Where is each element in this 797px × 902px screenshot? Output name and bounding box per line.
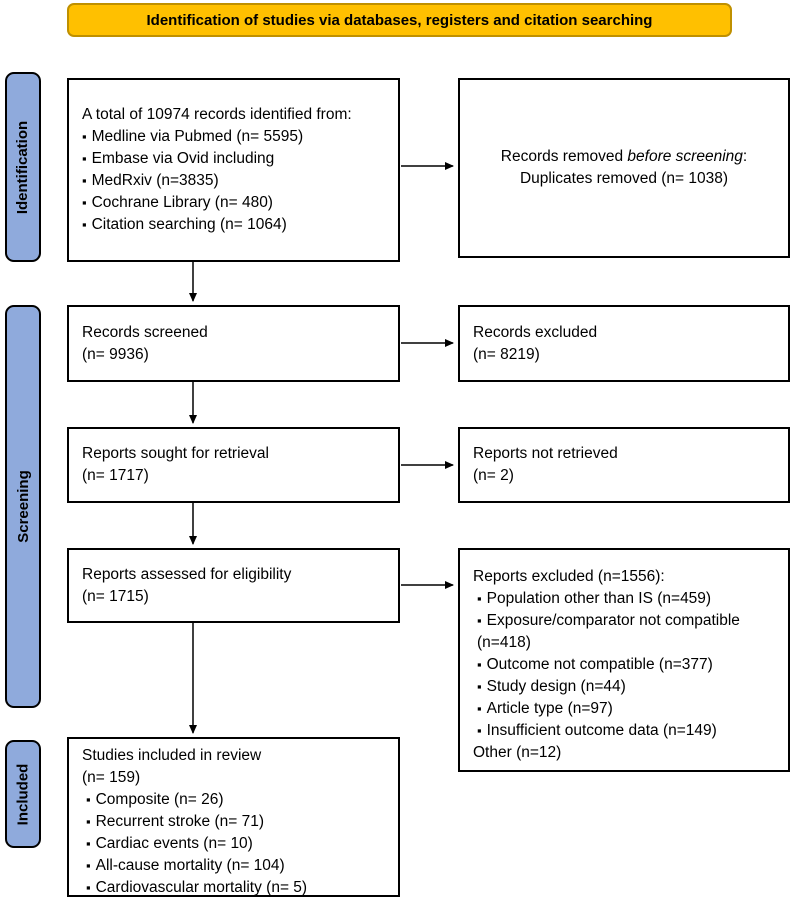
- records-screened-line2: (n= 9936): [82, 345, 149, 363]
- bullet-item: ▪ Citation searching (n= 1064): [82, 214, 386, 236]
- square-bullet-icon: ▪: [82, 195, 87, 210]
- reports-not-retrieved-line1: Reports not retrieved: [473, 445, 618, 462]
- box-reports-sought: Reports sought for retrieval (n= 1717): [67, 427, 400, 503]
- phase-label-screening: Screening: [5, 305, 41, 708]
- square-bullet-icon: ▪: [477, 657, 482, 672]
- studies-included-heading2: (n= 159): [82, 769, 141, 786]
- bullet-item: ▪ Embase via Ovid including: [82, 148, 386, 170]
- square-bullet-icon: ▪: [477, 591, 482, 606]
- square-bullet-icon: ▪: [82, 129, 87, 144]
- records-screened-line1: Records screened: [82, 323, 208, 341]
- bullet-item: ▪ Recurrent stroke (n= 71): [82, 811, 388, 833]
- records-removed-prefix: Records removed: [500, 148, 628, 165]
- reports-assessed-line2: (n= 1715): [82, 587, 149, 605]
- studies-included-heading1: Studies included in review: [82, 747, 262, 764]
- reports-sought-line1: Reports sought for retrieval: [82, 445, 269, 462]
- box-records-excluded: Records excluded (n= 8219): [458, 305, 790, 382]
- records-removed-line2: Duplicates removed (n= 1038): [519, 170, 729, 187]
- bullet-item-text: Medline via Pubmed (n= 5595): [91, 128, 304, 145]
- bullet-item-text: Recurrent stroke (n= 71): [95, 813, 265, 830]
- bullet-item-text: Citation searching (n= 1064): [91, 216, 287, 233]
- bullet-item-text: Cardiovascular mortality (n= 5): [95, 879, 308, 896]
- square-bullet-icon: ▪: [477, 679, 482, 694]
- phase-label-included-text: Included: [14, 763, 32, 825]
- bullet-item: ▪ Article type (n=97): [473, 698, 758, 720]
- box-reports-excluded: Reports excluded (n=1556): ▪ Population o…: [458, 548, 790, 772]
- square-bullet-icon: ▪: [82, 151, 87, 166]
- square-bullet-icon: ▪: [86, 814, 91, 829]
- bullet-item: ▪ Study design (n=44): [473, 676, 758, 698]
- bullet-item-text: All-cause mortality (n= 104): [95, 857, 285, 874]
- square-bullet-icon: ▪: [86, 880, 91, 895]
- records-excluded-line1: Records excluded: [473, 323, 598, 341]
- reports-assessed-line1: Reports assessed for eligibility: [82, 565, 292, 583]
- bullet-item-text: MedRxiv (n=3835): [91, 172, 219, 189]
- phase-label-identification-text: Identification: [14, 120, 32, 214]
- bullet-item: ▪ Cardiovascular mortality (n= 5): [82, 877, 388, 899]
- box-records-identified: A total of 10974 records identified from…: [67, 78, 400, 262]
- bullet-item-text: Population other than IS (n=459): [486, 590, 712, 607]
- bullet-item: ▪ Cardiac events (n= 10): [82, 833, 388, 855]
- square-bullet-icon: ▪: [82, 173, 87, 188]
- records-removed-line1: Records removed before screening:: [501, 146, 747, 168]
- square-bullet-icon: ▪: [86, 858, 91, 873]
- phase-label-screening-text: Screening: [14, 470, 32, 543]
- bullet-item: ▪ All-cause mortality (n= 104): [82, 855, 388, 877]
- records-removed-suffix: :: [742, 148, 748, 165]
- bullet-item-text: Composite (n= 26): [95, 791, 224, 808]
- square-bullet-icon: ▪: [86, 836, 91, 851]
- box-studies-included: Studies included in review (n= 159) ▪ Com…: [67, 737, 400, 897]
- reports-excluded-heading: Reports excluded (n=1556):: [473, 568, 665, 585]
- square-bullet-icon: ▪: [477, 613, 482, 628]
- box-reports-assessed: Reports assessed for eligibility (n= 171…: [67, 548, 400, 623]
- banner-title: Identification of studies via databases,…: [67, 3, 732, 37]
- bullet-item: ▪ Composite (n= 26): [82, 789, 388, 811]
- box-records-screened: Records screened (n= 9936): [67, 305, 400, 382]
- square-bullet-icon: ▪: [82, 217, 87, 232]
- bullet-item: ▪ Insufficient outcome data (n=149): [473, 720, 758, 742]
- bullet-item-text: Exposure/comparator not compatible (n=41…: [477, 612, 740, 651]
- phase-label-included: Included: [5, 740, 41, 848]
- bullet-item: ▪ Population other than IS (n=459): [473, 588, 758, 610]
- bullet-item-text: Article type (n=97): [486, 700, 613, 717]
- bullet-item-text: Insufficient outcome data (n=149): [486, 722, 717, 739]
- box-records-removed: Records removed before screening: Duplic…: [458, 78, 790, 258]
- reports-not-retrieved-line2: (n= 2): [473, 467, 514, 484]
- reports-excluded-footer: Other (n=12): [473, 744, 562, 761]
- records-removed-italic: before screening: [627, 148, 743, 165]
- records-identified-heading: A total of 10974 records identified from…: [82, 106, 352, 123]
- banner-title-text: Identification of studies via databases,…: [146, 11, 653, 29]
- square-bullet-icon: ▪: [477, 701, 482, 716]
- bullet-item: ▪ MedRxiv (n=3835): [82, 170, 386, 192]
- phase-label-identification: Identification: [5, 72, 41, 262]
- bullet-item-text: Study design (n=44): [486, 678, 626, 695]
- bullet-item: ▪ Medline via Pubmed (n= 5595): [82, 126, 386, 148]
- square-bullet-icon: ▪: [86, 792, 91, 807]
- bullet-item-text: Cardiac events (n= 10): [95, 835, 253, 852]
- records-excluded-line2: (n= 8219): [473, 345, 540, 363]
- reports-sought-line2: (n= 1717): [82, 467, 149, 484]
- bullet-item-text: Embase via Ovid including: [91, 150, 275, 167]
- bullet-item-text: Outcome not compatible (n=377): [486, 656, 713, 673]
- bullet-item: ▪Exposure/comparator not compatible (n=4…: [473, 610, 758, 654]
- bullet-item-text: Cochrane Library (n= 480): [91, 194, 273, 211]
- square-bullet-icon: ▪: [477, 723, 482, 738]
- bullet-item: ▪ Outcome not compatible (n=377): [473, 654, 758, 676]
- box-reports-not-retrieved: Reports not retrieved (n= 2): [458, 427, 790, 503]
- bullet-item: ▪ Cochrane Library (n= 480): [82, 192, 386, 214]
